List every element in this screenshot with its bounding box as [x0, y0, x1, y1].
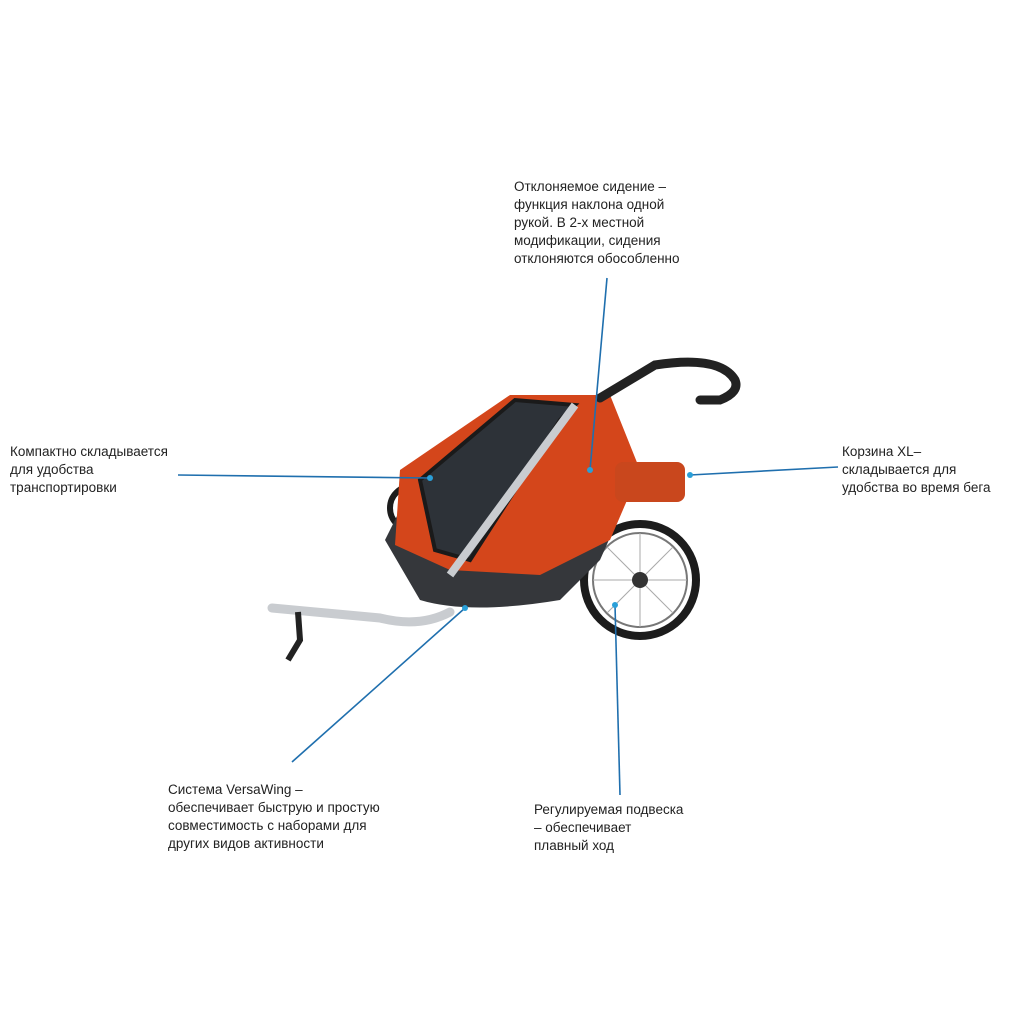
- rear-wheel: [580, 520, 700, 640]
- callout-basket: Корзина XL– складывается для удобства во…: [842, 444, 991, 495]
- callout-dot-fold: [427, 475, 433, 481]
- callout-fold: Компактно складывается для удобства тран…: [10, 444, 168, 495]
- frame-silver: [446, 402, 579, 578]
- callout-line-suspension: [614, 604, 621, 796]
- brand-logo: THULE: [625, 394, 655, 404]
- hitch: [285, 611, 304, 662]
- tow-bar: [267, 603, 455, 627]
- handlebar: [595, 357, 741, 405]
- callout-lines: [177, 277, 839, 796]
- callout-line-versawing: [291, 607, 466, 763]
- callout-dot-versawing: [462, 605, 468, 611]
- basket: [615, 462, 685, 502]
- callout-suspension: Регулируемая подвеска – обеспечивает пла…: [534, 802, 684, 853]
- callout-dot-suspension: [612, 602, 618, 608]
- callout-line-basket: [689, 466, 839, 476]
- callout-line-seat: [589, 277, 608, 471]
- callout-seat: Отклоняемое сидение – функция наклона од…: [514, 179, 680, 266]
- callout-dot-seat: [587, 467, 593, 473]
- callout-dot-basket: [687, 472, 693, 478]
- callout-line-fold: [177, 474, 431, 479]
- callout-versawing: Система VersaWing – обеспечивает быструю…: [168, 782, 380, 851]
